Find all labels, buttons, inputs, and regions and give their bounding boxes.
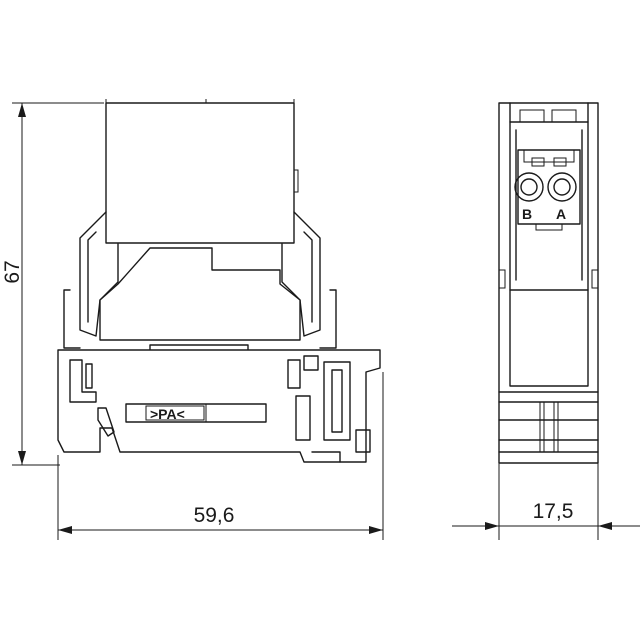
side-pa-slider [125,403,267,423]
port-a-label: A [556,206,566,222]
front-mid-window [509,289,589,387]
pa-marking: >PA< [150,406,185,422]
port-b-inner [520,178,538,196]
front-outline [498,102,599,464]
side-view: >PA< [57,99,381,463]
port-a-outer [547,172,577,202]
port-b-label: B [522,206,532,222]
dimensions: 67 59,6 17,5 [1,102,640,540]
side-shoulder [99,247,301,341]
height-dimension: 67 [1,260,24,283]
port-b-outer [514,172,544,202]
side-top-housing [105,102,295,244]
side-left-latch [79,211,119,337]
side-right-latch [281,211,321,337]
width-dimension: 59,6 [194,504,235,527]
front-view: B A [498,102,599,464]
port-a-inner [553,178,571,196]
depth-dimension: 17,5 [533,500,574,523]
